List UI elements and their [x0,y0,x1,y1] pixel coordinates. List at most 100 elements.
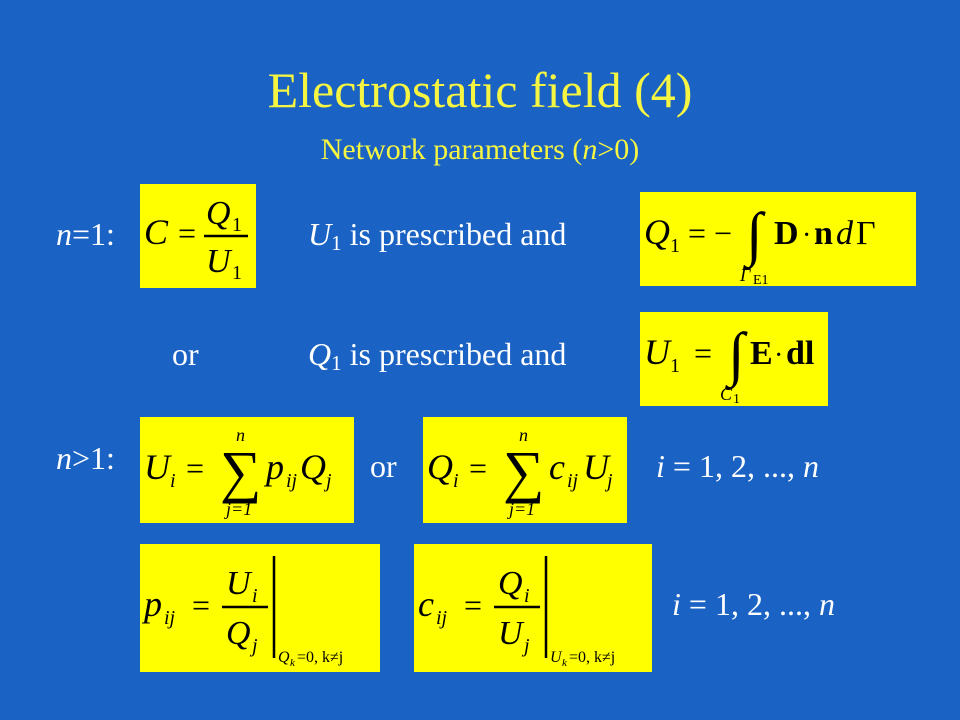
qint-lhs-sub: 1 [670,235,680,257]
row4-i-mid: = 1, 2, ..., [680,586,819,622]
qsum-upper: n [519,425,528,445]
voltage-integral-formula: U 1 = ∫ C 1 E · dl [640,312,828,406]
qint-lhs: Q [644,212,670,252]
row2-or: or [172,336,199,372]
row3-n-text: >1: [72,440,115,476]
cap-num-sub: 1 [232,214,242,236]
row2-phrase: is prescribed and [341,336,567,372]
row1-n-var: n [56,216,72,252]
usum-upper: n [236,425,245,445]
usum-coef: p [263,447,284,487]
qint-limit: Γ [739,265,751,285]
qint-n: n [814,215,833,252]
row2-text: Q1 is prescribed and [308,334,566,374]
charge-sum-formula: Q i = n ∑ j=1 c ij U j [423,417,627,523]
ccoef-den-sub: j [521,635,530,657]
qsum-lhs: Q [427,447,453,487]
row3-i-var: i [656,448,665,484]
cap-lhs: C [144,212,169,252]
uint-lhs-sub: 1 [670,355,680,377]
qint-integral-sign: ∫ [743,201,766,271]
subtitle-prefix: Network parameters ( [320,133,583,166]
c-coefficient-formula: c ij = Q i U j U k =0, k≠j [414,544,652,672]
ccoef-cond-rest: =0, k≠j [569,649,615,666]
pcoef-num-sub: i [252,585,258,607]
row1-U-var: U [308,216,332,252]
row4-index-range: i = 1, 2, ..., n [672,584,835,624]
uint-integral-sign: ∫ [725,321,748,391]
row4-i-n-var: n [818,586,835,622]
charge-integral-formula: Q 1 = − ∫ Γ E1 D · n d Γ [640,192,916,286]
qsum-sigma: ∑ [503,439,544,504]
row1-phrase: is prescribed and [341,216,567,252]
usum-coef-sub: ij [286,470,298,492]
qsum-coef: c [549,447,565,487]
pcoef-cond-rest: =0, k≠j [297,649,343,666]
usum-lhs-sub: i [170,470,176,492]
qint-eq: = − [688,215,732,251]
row3-i-n-var: n [802,448,819,484]
ccoef-eq: = [464,587,482,623]
p-coefficient-formula: p ij = U i Q j Q k =0, k≠j [140,544,380,672]
pcoef-lhs: p [141,584,162,624]
row3-n-var: n [56,440,72,476]
row1-label: n=1: [56,214,115,254]
uint-dot: · [774,340,783,371]
pcoef-den: Q [226,615,251,652]
cap-eq: = [178,215,196,251]
row2-Q-var: Q [308,336,332,372]
qsum-eq: = [469,450,487,486]
ccoef-num-sub: i [524,585,530,607]
qint-D: D [774,215,799,252]
pcoef-eq: = [192,587,210,623]
cap-num: Q [206,195,231,232]
pcoef-cond-sub: k [290,657,296,669]
qint-d: d [836,215,854,252]
uint-limit-sub: 1 [733,392,740,406]
usum-lower: j=1 [224,499,252,519]
uint-limit: C [720,384,733,404]
qsum-lower: j=1 [507,499,535,519]
row1-text: U1 is prescribed and [308,214,566,254]
qint-dot: · [802,220,811,251]
uint-dl: dl [786,335,814,372]
capacitance-formula: C = Q 1 U 1 [140,184,256,288]
ccoef-cond: U [550,649,563,666]
ccoef-num: Q [498,565,523,602]
slide-title: Electrostatic field (4) [267,62,693,118]
potential-sum-formula: U i = n ∑ j=1 p ij Q j [140,417,354,523]
qsum-coef-sub: ij [567,470,579,492]
pcoef-den-sub: j [249,635,258,657]
cap-den-sub: 1 [232,262,242,284]
uint-E: E [750,335,773,372]
pcoef-num: U [226,565,253,602]
qsum-var-sub: j [604,470,613,492]
slide-subtitle: Network parameters (n>0) [0,132,960,168]
row4-i-var: i [672,586,681,622]
cap-den: U [206,243,233,280]
row1-U-sub: 1 [331,231,342,255]
pcoef-cond: Q [278,649,290,666]
ccoef-den: U [498,615,525,652]
usum-lhs: U [144,447,172,487]
qsum-var: U [583,447,611,487]
uint-eq: = [694,335,712,371]
row3-label: n>1: [56,438,115,478]
usum-eq: = [186,450,204,486]
subtitle-var: n [582,133,598,166]
ccoef-lhs-sub: ij [436,607,448,629]
row3-i-mid: = 1, 2, ..., [664,448,803,484]
usum-var: Q [300,447,326,487]
row2-Q-sub: 1 [331,351,342,375]
row3-or: or [370,448,397,484]
qint-Gamma: Γ [856,215,876,252]
usum-sigma: ∑ [220,439,261,504]
row3-index-range: i = 1, 2, ..., n [656,446,819,486]
qsum-lhs-sub: i [453,470,459,492]
qint-limit-sub: E1 [753,273,769,286]
ccoef-lhs: c [418,584,434,624]
ccoef-cond-sub: k [562,657,568,669]
usum-var-sub: j [323,470,332,492]
uint-lhs: U [644,332,672,372]
